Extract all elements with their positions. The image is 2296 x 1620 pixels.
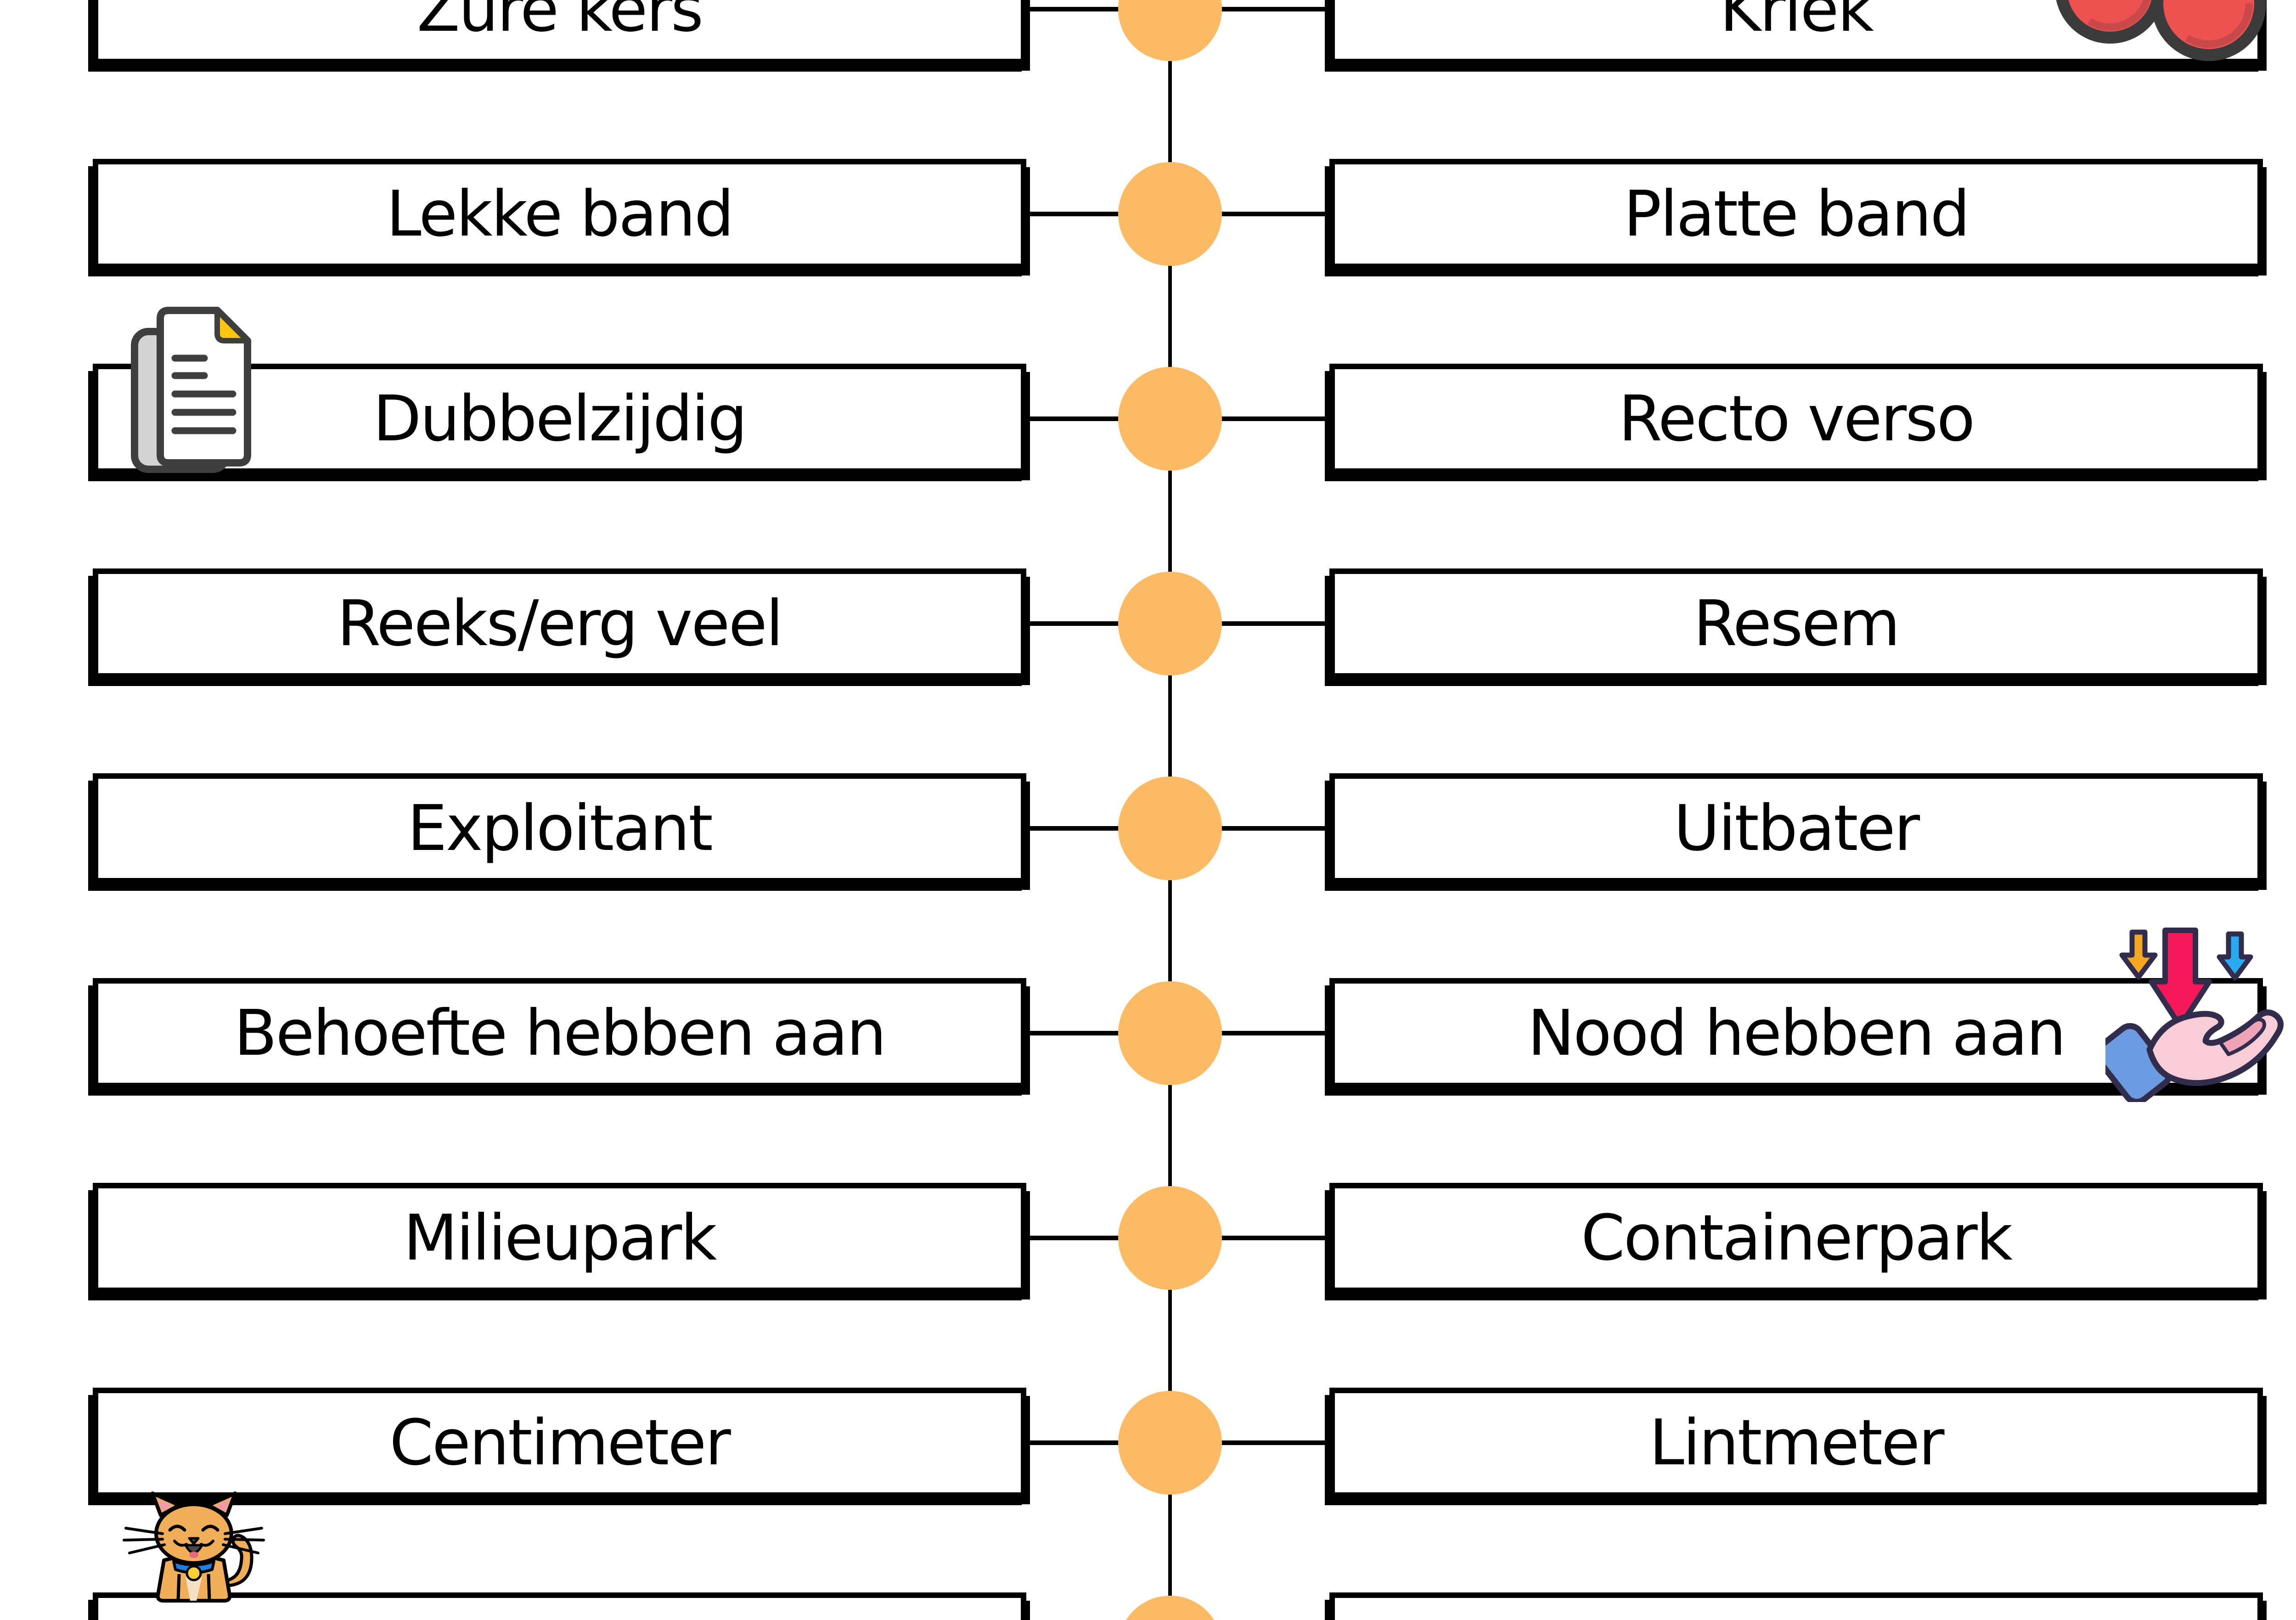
term-box-right[interactable]: Resem: [1329, 568, 2263, 679]
term-box-right[interactable]: Uitbater: [1329, 773, 2263, 883]
connector-line-left: [1026, 1031, 1171, 1035]
connector-line-right: [1171, 7, 1329, 11]
cat-nose: [188, 1537, 200, 1545]
connector-line-left: [1026, 1440, 1171, 1445]
connector-line-right: [1171, 621, 1329, 626]
match-dot[interactable]: [1118, 572, 1222, 675]
term-text-right: Lintmeter: [1649, 1406, 1944, 1479]
match-dot[interactable]: [1118, 1186, 1222, 1290]
match-dot[interactable]: [1118, 1596, 1222, 1620]
match-dot[interactable]: [1118, 1391, 1222, 1495]
match-row: Milieupark Containerpark: [0, 1183, 2296, 1293]
documents-icon: [131, 307, 251, 473]
term-box-left[interactable]: Exploitant: [93, 773, 1026, 883]
front-page: [157, 307, 251, 467]
arrow-down-yellow: [2119, 929, 2158, 980]
cat-smile: [173, 1540, 214, 1547]
connector-line-right: [1171, 1031, 1329, 1035]
term-box-right[interactable]: Containerpark: [1329, 1183, 2263, 1293]
term-box-left[interactable]: De kat op het spek binden: [93, 1592, 1026, 1620]
cat-tongue: [189, 1552, 198, 1558]
cat-whiskers: [123, 1527, 265, 1554]
term-text-right: Platte band: [1623, 177, 1970, 251]
term-box-right[interactable]: Nood hebben aan: [1329, 978, 2263, 1088]
term-text-left: Exploitant: [407, 792, 713, 865]
cherry-left: [2056, 0, 2164, 44]
match-dot[interactable]: [1118, 981, 1222, 1085]
term-text-left: Dubbelzijdig: [373, 382, 748, 456]
term-text-right: Uitbater: [1673, 792, 1920, 865]
connector-line-right: [1171, 212, 1329, 216]
term-box-right[interactable]: De kat bij de melk zetten: [1329, 1592, 2263, 1620]
cat-icon: [123, 1491, 265, 1603]
term-text-right: Nood hebben aan: [1527, 996, 2066, 1070]
term-text-right: Kriek: [1720, 0, 1874, 46]
match-row: Behoefte hebben aan Nood hebben aan: [0, 978, 2296, 1088]
cat-belly: [186, 1576, 202, 1601]
term-box-right[interactable]: Lintmeter: [1329, 1388, 2263, 1498]
connector-line-right: [1171, 1440, 1329, 1445]
cherry-right-shade: [2165, 0, 2253, 48]
term-box-left[interactable]: Lekke band: [93, 159, 1026, 269]
term-text-left: Milieupark: [403, 1201, 717, 1275]
cat-inner-ear-right: [216, 1500, 230, 1512]
term-text-left: Zure kers: [416, 0, 703, 46]
term-box-left[interactable]: Centimeter: [93, 1388, 1026, 1498]
arrow-down-blue: [2217, 931, 2253, 981]
connector-line-left: [1026, 416, 1171, 421]
term-box-right[interactable]: Platte band: [1329, 159, 2263, 269]
cat-legs: [176, 1574, 211, 1600]
connector-line-right: [1171, 1236, 1329, 1240]
hand-receiving-icon: [2105, 928, 2284, 1102]
term-box-right[interactable]: Recto verso: [1329, 364, 2263, 474]
term-box-left[interactable]: Reeks/erg veel: [93, 568, 1026, 679]
term-text-right: Resem: [1693, 587, 1900, 660]
connector-line-left: [1026, 212, 1171, 216]
term-box-left[interactable]: Milieupark: [93, 1183, 1026, 1293]
connector-line-left: [1026, 826, 1171, 831]
cherries-icon: [2056, 0, 2266, 61]
match-row: Dubbelzijdig Recto verso: [0, 364, 2296, 474]
term-text-left: Lekke band: [386, 177, 734, 251]
cherry-left-shade: [2069, 0, 2151, 31]
term-text-left: Behoefte hebben aan: [234, 996, 886, 1070]
page-text-lines: [171, 354, 236, 434]
term-text-left: De kat op het spek binden: [161, 1616, 959, 1620]
match-row: Reeks/erg veel Resem: [0, 568, 2296, 679]
term-text-left: Centimeter: [389, 1406, 731, 1479]
cat-eyes: [168, 1524, 219, 1532]
term-box-left[interactable]: Behoefte hebben aan: [93, 978, 1026, 1088]
match-row: Centimeter Lintmeter: [0, 1388, 2296, 1498]
match-dot[interactable]: [1118, 776, 1222, 880]
match-dot[interactable]: [1118, 0, 1222, 61]
connector-line-left: [1026, 1236, 1171, 1240]
cherry-right: [2151, 0, 2266, 61]
match-row: Zure kers Kriek: [0, 0, 2296, 64]
term-text-left: Reeks/erg veel: [337, 587, 783, 660]
fingers-shade: [2218, 1017, 2266, 1056]
match-dot[interactable]: [1118, 367, 1222, 471]
term-box-left[interactable]: Zure kers: [93, 0, 1026, 64]
match-row: De kat op het spek binden De kat bij de …: [0, 1592, 2296, 1620]
connector-line-left: [1026, 7, 1171, 11]
connector-line-right: [1171, 416, 1329, 421]
connector-line-right: [1171, 826, 1329, 831]
arrow-down-pink: [2149, 928, 2212, 1029]
cat-inner-ear-left: [158, 1500, 172, 1512]
page-fold: [214, 308, 250, 343]
match-row: Lekke band Platte band: [0, 159, 2296, 269]
match-row: Exploitant Uitbater: [0, 773, 2296, 883]
term-text-right: De kat bij de melk zetten: [1417, 1616, 2177, 1620]
match-dot[interactable]: [1118, 162, 1222, 266]
cat-bell: [186, 1565, 202, 1581]
connector-line-left: [1026, 621, 1171, 626]
term-text-right: Containerpark: [1581, 1201, 2013, 1275]
term-text-right: Recto verso: [1618, 382, 1975, 456]
